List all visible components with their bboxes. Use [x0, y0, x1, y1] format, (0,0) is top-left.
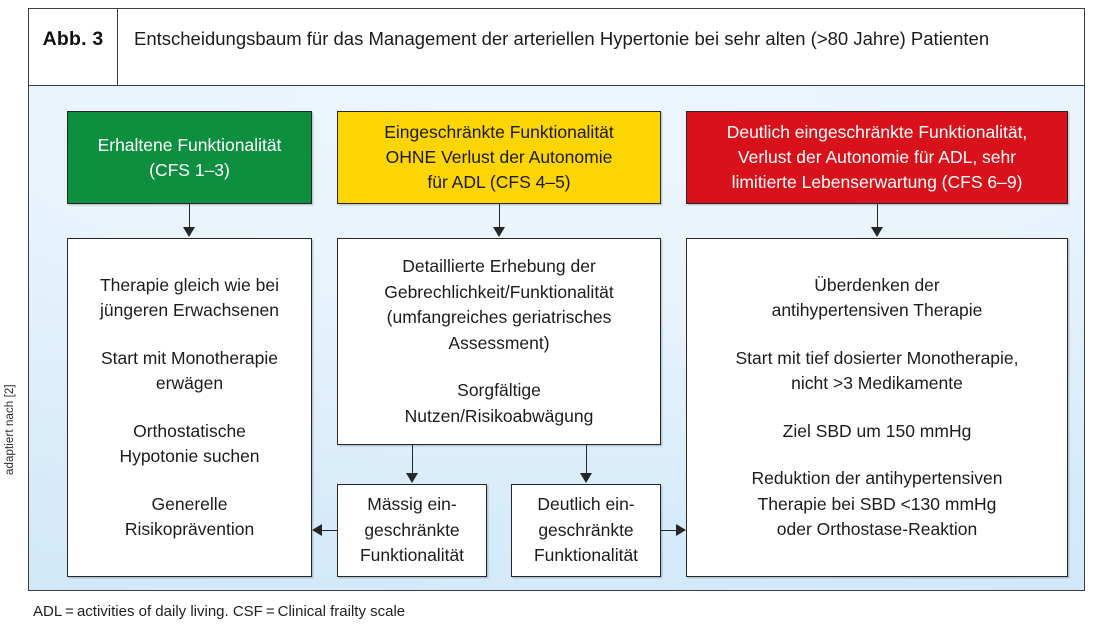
figure-caption-row: Abb. 3 Entscheidungsbaum für das Managem… — [29, 9, 1084, 86]
connector-moderate-to-left — [322, 529, 337, 532]
node-line: oder Orthostase-Reaktion — [776, 519, 978, 539]
node-line: nicht >3 Medikamente — [791, 373, 963, 393]
connector-severe-to-right — [661, 529, 676, 532]
node-line: Nutzen/Risikoabwägung — [404, 405, 594, 426]
figure-caption-text: Entscheidungsbaum für das Management der… — [118, 9, 1084, 85]
node-paragraph: Start mit Monotherapie erwägen — [101, 346, 278, 397]
node-line: Überdenken der — [814, 274, 940, 295]
node-paragraph: Überdenken der antihypertensiven Therapi… — [772, 273, 983, 324]
node-severely-limited-function: Deutlich eingeschränkte Funktionalität, … — [686, 111, 1068, 204]
node-paragraph: Ziel SBD um 150 mmHg — [783, 419, 972, 445]
node-line: Funktionalität — [533, 545, 639, 566]
node-paragraph: Orthostatische Hypotonie suchen — [119, 419, 259, 470]
node-paragraph: Generelle Risikoprävention — [125, 492, 254, 543]
node-paragraph: Detaillierte Erhebung der Gebrechlichkei… — [384, 254, 614, 356]
arrow-down-icon — [406, 473, 418, 483]
node-line: Reduktion der antihypertensiven — [751, 468, 1003, 488]
figure-frame: Abb. 3 Entscheidungsbaum für das Managem… — [28, 8, 1085, 591]
node-line: Assessment) — [448, 332, 550, 353]
node-paragraph: Therapie gleich wie bei jüngeren Erwachs… — [100, 273, 279, 324]
node-outcome-moderate: Mässig ein- geschränkte Funktionalität — [337, 484, 487, 577]
node-middle-assessment: Detaillierte Erhebung der Gebrechlichkei… — [337, 238, 661, 445]
node-line: Eingeschränkte Funktionalität — [384, 122, 614, 142]
node-right-recommendations: Überdenken der antihypertensiven Therapi… — [686, 238, 1068, 577]
node-paragraph: Sorgfältige Nutzen/Risikoabwägung — [405, 378, 594, 429]
node-line: Funktionalität — [359, 545, 465, 566]
node-left-recommendations: Therapie gleich wie bei jüngeren Erwachs… — [67, 238, 312, 577]
connector-green-to-left — [188, 204, 191, 228]
node-line: Ziel SBD um 150 mmHg — [782, 420, 972, 441]
source-credit: adaptiert nach [2] — [4, 384, 16, 475]
connector-yellow-to-middle — [498, 204, 501, 228]
node-line: Deutlich ein- — [537, 494, 635, 515]
arrow-down-icon — [183, 227, 195, 237]
arrow-right-icon — [676, 524, 686, 536]
figure-number-label: Abb. 3 — [29, 9, 118, 85]
arrow-down-icon — [493, 227, 505, 237]
node-paragraph: Reduktion der antihypertensiven Therapie… — [752, 466, 1003, 543]
caption-line-2: (>80 Jahre) Patienten — [810, 28, 990, 49]
arrow-left-icon — [312, 524, 322, 536]
arrow-down-icon — [871, 227, 883, 237]
node-line: Generelle — [151, 493, 228, 514]
node-line: jüngeren Erwachsenen — [99, 300, 279, 320]
node-line: erwägen — [155, 373, 224, 393]
node-line: Deutlich eingeschränkte Funktionalität, — [726, 122, 1028, 142]
node-line: limitierte Lebenserwartung (CFS 6–9) — [731, 172, 1023, 192]
node-preserved-function: Erhaltene Funktionalität (CFS 1–3) — [67, 111, 312, 204]
node-line: geschränkte — [364, 519, 460, 540]
node-limited-function: Eingeschränkte Funktionalität OHNE Verlu… — [337, 111, 661, 204]
node-line: Therapie bei SBD <130 mmHg — [757, 493, 997, 514]
node-line: Mässig ein- — [367, 494, 457, 515]
node-line: Therapie gleich wie bei — [99, 274, 279, 295]
connector-middle-to-severe — [585, 445, 588, 474]
connector-middle-to-moderate — [411, 445, 414, 474]
arrow-down-icon — [580, 473, 592, 483]
node-line: Orthostatische — [133, 420, 246, 441]
node-line: Start mit tief dosierter Monotherapie, — [735, 347, 1019, 368]
node-line: Risikoprävention — [124, 519, 255, 539]
node-line: OHNE Verlust der Autonomie — [385, 147, 613, 167]
node-outcome-severe: Deutlich ein- geschränkte Funktionalität — [511, 484, 661, 577]
node-line: Detaillierte Erhebung der — [402, 256, 596, 276]
node-line: Erhaltene Funktionalität — [97, 134, 282, 155]
node-line: Verlust der Autonomie für ADL, sehr — [737, 147, 1017, 167]
node-line: antihypertensiven Therapie — [771, 300, 983, 320]
caption-line-1: Entscheidungsbaum für das Management der… — [134, 28, 806, 49]
node-paragraph: Start mit tief dosierter Monotherapie, n… — [735, 346, 1018, 397]
connector-red-to-right — [876, 204, 879, 228]
figure-footnote: ADL = activities of daily living. CSF = … — [33, 603, 406, 620]
node-line: Gebrechlichkeit/Funktionalität — [384, 281, 614, 302]
node-line: (CFS 1–3) — [149, 159, 230, 180]
node-line: Sorgfältige — [457, 380, 541, 400]
node-line: (umfangreiches geriatrisches — [386, 307, 612, 327]
node-line: geschränkte — [538, 519, 634, 540]
node-line: für ADL (CFS 4–5) — [427, 172, 571, 192]
diagram-canvas: Erhaltene Funktionalität (CFS 1–3) Einge… — [29, 86, 1084, 590]
node-line: Start mit Monotherapie — [100, 347, 279, 368]
node-line: Hypotonie suchen — [119, 446, 260, 466]
